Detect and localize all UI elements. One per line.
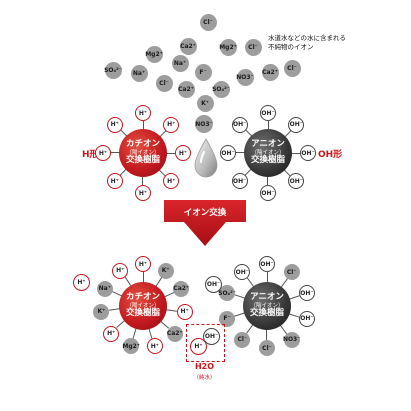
bottom-anion-ion-f-minus: F⁻: [219, 310, 236, 327]
top-cation-ion-h-plus: H⁺: [175, 145, 191, 161]
water-pair-label: H2O: [194, 362, 215, 371]
top-cation-sub: （陽イオン）: [126, 149, 160, 156]
water-pair-box: [186, 324, 225, 362]
bottom-anion-ion-oh-minus: OH⁻: [234, 264, 251, 281]
h-form-label: H形: [82, 150, 99, 160]
top-cation-ion-h-plus: H⁺: [106, 116, 123, 133]
impurity-ion-no3-minus: NO3⁻: [236, 68, 254, 86]
top-cation-resin: カチオン （陽イオン） 交換樹脂: [119, 129, 167, 177]
water-pair-oh-ion: OH⁻: [203, 328, 220, 345]
bottom-cation-ion-h-plus: H⁺: [135, 256, 151, 272]
impurity-note-line1: 水道水などの水に含まれる: [268, 34, 346, 42]
top-anion-ion-oh-minus: OH⁻: [260, 185, 276, 201]
top-cation-ion-h-plus: H⁺: [135, 185, 151, 201]
impurity-ion-so42-minus: SO₄²⁻: [212, 80, 230, 98]
impurity-ion-so42-minus: SO₄²⁻: [104, 61, 122, 79]
impurity-note-line2: 不純物のイオン: [268, 43, 314, 52]
top-anion-resin: アニオン （陰イオン） 交換樹脂: [244, 129, 292, 177]
impurity-ion-na-plus: Na⁺: [130, 64, 148, 82]
top-anion-name: アニオン: [251, 139, 285, 150]
top-cation-ion-h-plus: H⁺: [135, 105, 151, 121]
bottom-anion-ion-oh-minus: OH⁻: [298, 285, 315, 302]
top-anion-ion-oh-minus: OH⁻: [288, 116, 305, 133]
water-drop-icon: [194, 138, 218, 178]
impurity-ion-ca2-plus: Ca2⁺: [179, 37, 197, 55]
bottom-cation-ion-na-plus: Na⁺: [96, 280, 113, 297]
bottom-anion-resin: アニオン （陰イオン） 交換樹脂: [243, 282, 291, 330]
impurity-ion-cl-minus: Cl⁻: [199, 13, 217, 31]
top-cation-ion-h-plus: H⁺: [106, 173, 123, 190]
top-anion-ion-oh-minus: OH⁻: [231, 116, 248, 133]
ion-exchange-arrow-label: イオン交換: [183, 208, 227, 218]
impurity-ion-mg2-plus: Mg2⁺: [219, 38, 237, 56]
bottom-anion-sub: （陰イオン）: [250, 302, 284, 309]
impurity-ion-k-plus: K⁺: [196, 94, 214, 112]
bottom-cation-ion-mg2-plus: Mg2⁺: [122, 338, 140, 355]
water-pair-h-ion: H⁺: [190, 338, 207, 355]
top-anion-ion-oh-minus: OH⁻: [260, 105, 276, 121]
bottom-cation-sub: （陽イオン）: [126, 302, 160, 309]
impurity-ion-cl-minus: Cl⁻: [283, 59, 301, 77]
impurity-ion-cl-minus: Cl⁻: [244, 38, 262, 56]
top-anion-ion-oh-minus: OH⁻: [220, 145, 236, 161]
bottom-anion-name: アニオン: [250, 292, 284, 303]
oh-form-label: OH形: [318, 150, 343, 160]
bottom-cation-ion-h-plus: H⁺: [112, 262, 129, 279]
top-anion-type: 交換樹脂: [250, 155, 285, 166]
bottom-anion-type: 交換樹脂: [249, 308, 284, 319]
bottom-floating-oh-ion: OH⁻: [205, 276, 222, 293]
bottom-anion-ion-cl-minus: Cl⁻: [283, 264, 300, 281]
water-pair-sub: （純水）: [193, 375, 216, 381]
top-anion-ion-oh-minus: OH⁻: [288, 173, 305, 190]
bottom-cation-ion-k-plus: K⁺: [93, 303, 110, 320]
bottom-anion-ion-cl-minus: Cl⁻: [259, 340, 275, 356]
bottom-cation-resin: カチオン （陽イオン） 交換樹脂: [119, 282, 167, 330]
bottom-anion-ion-so42-minus: SO₄²⁻: [218, 285, 236, 302]
bottom-cation-ion-k-plus: K⁺: [157, 262, 174, 279]
impurity-ion-ca2-plus: Ca2⁺: [261, 63, 279, 81]
top-cation-ion-h-plus: H⁺: [163, 116, 180, 133]
bottom-anion-ion-no3-minus: NO3⁻: [283, 331, 300, 348]
bottom-floating-h-ion: H⁺: [73, 274, 90, 291]
bottom-cation-ion-h-plus: H⁺: [176, 303, 193, 320]
top-anion-ion-oh-minus: OH⁻: [300, 145, 316, 161]
bottom-cation-ion-ca2-plus: Ca2⁺: [166, 325, 183, 342]
bottom-cation-name: カチオン: [125, 292, 160, 303]
top-anion-ion-oh-minus: OH⁻: [231, 173, 248, 190]
impurity-ion-f-minus: F⁻: [194, 63, 212, 81]
bottom-anion-ion-oh-minus: OH⁻: [298, 310, 315, 327]
top-cation-type: 交換樹脂: [125, 155, 160, 166]
top-cation-ion-h-plus: H⁺: [163, 173, 180, 190]
bottom-anion-ion-cl-minus: Cl⁻: [234, 331, 251, 348]
impurity-note: 水道水などの水に含まれる 不純物のイオン: [268, 34, 346, 53]
top-cation-ion-h-plus: H⁺: [95, 145, 111, 161]
impurity-ion-mg2-plus: Mg2⁺: [145, 45, 163, 63]
bottom-cation-ion-h-plus: H⁺: [103, 325, 120, 342]
impurity-ion-cl-minus: Cl⁻: [155, 74, 173, 92]
top-cation-bond-line: [165, 153, 175, 154]
top-anion-sub: （陰イオン）: [251, 149, 285, 156]
bottom-cation-ion-h-plus: H⁺: [146, 338, 163, 355]
bottom-cation-ion-ca2-plus: Ca2⁺: [173, 280, 190, 297]
top-floating-nitrate-ion: NO3⁻: [195, 115, 213, 133]
top-anion-bond-line: [290, 153, 300, 154]
impurity-ion-na-plus: Na⁺: [171, 54, 189, 72]
bottom-anion-ion-oh-minus: OH⁻: [259, 256, 275, 272]
impurity-ion-ca2-plus: Ca2⁺: [177, 80, 195, 98]
ion-exchange-arrow-icon: [164, 200, 246, 246]
bottom-cation-type: 交換樹脂: [125, 308, 160, 319]
top-cation-name: カチオン: [125, 139, 160, 150]
